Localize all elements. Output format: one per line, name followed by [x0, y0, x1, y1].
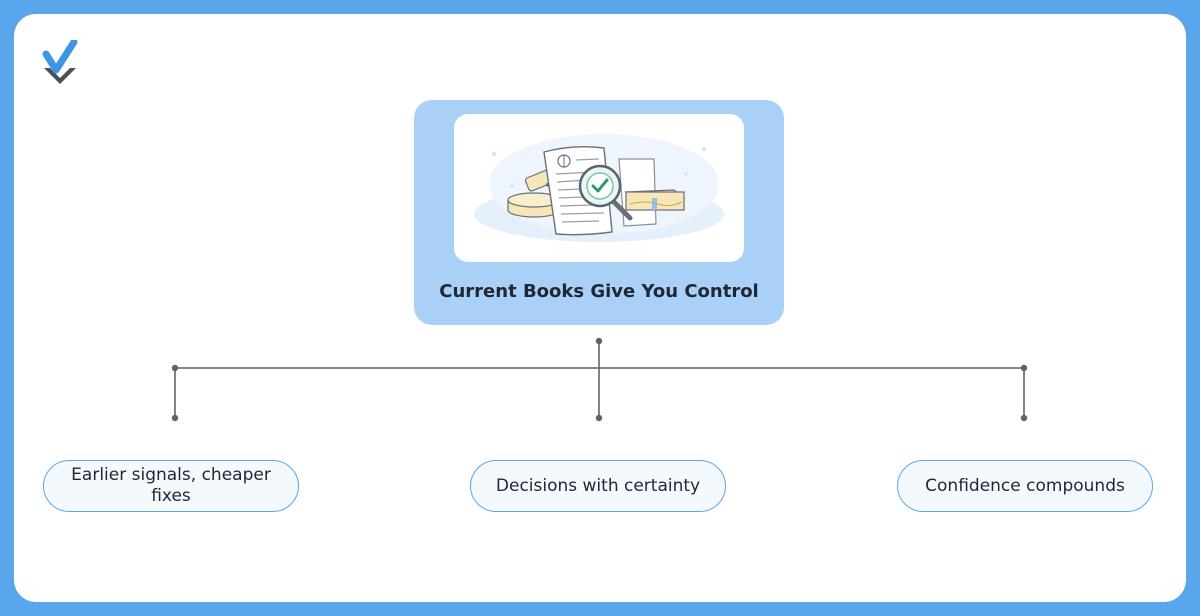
child-node-label: Earlier signals, cheaper fixes: [71, 465, 271, 506]
diagram-card: Current Books Give You Control Earlier s…: [14, 14, 1186, 602]
root-node-title: Current Books Give You Control: [439, 281, 759, 302]
left-corner-dot: [171, 364, 179, 372]
child-node-label: Decisions with certainty: [495, 475, 701, 496]
x-check-logo-icon: [42, 40, 78, 84]
trunk-top-dot: [595, 337, 603, 345]
right-corner-dot: [1020, 364, 1028, 372]
left-end-dot: [171, 414, 179, 422]
child-node-earlier-signals: Earlier signals, cheaper fixes: [43, 460, 299, 512]
right-end-dot: [1020, 414, 1028, 422]
root-node: Current Books Give You Control: [414, 100, 784, 325]
child-node-label: Confidence compounds: [925, 475, 1125, 496]
ledger-audit-illustration: [454, 114, 744, 262]
child-node-confidence: Confidence compounds: [897, 460, 1153, 512]
center-end-dot: [595, 414, 603, 422]
child-node-decisions: Decisions with certainty: [470, 460, 726, 512]
